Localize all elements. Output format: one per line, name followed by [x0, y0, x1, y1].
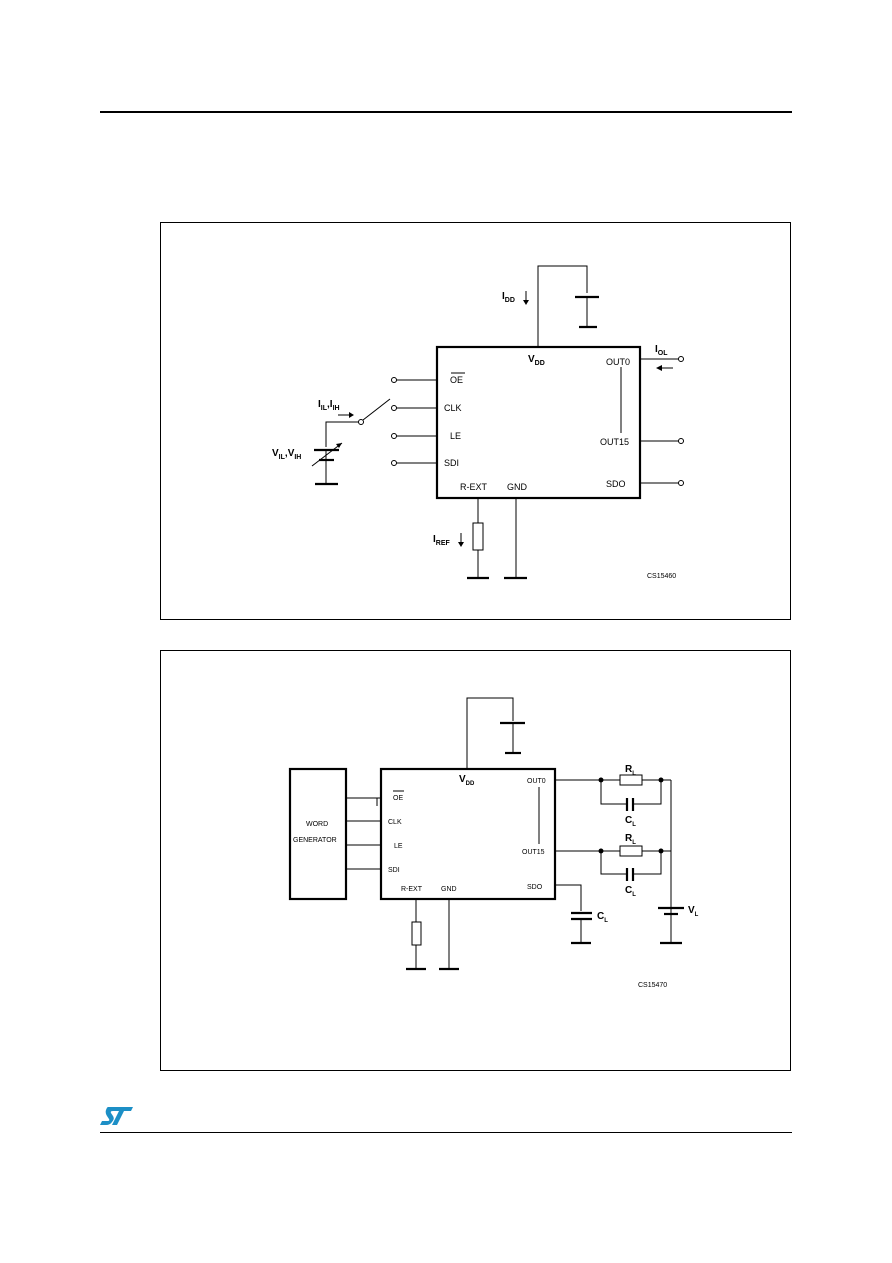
rl-resistor-1 [619, 774, 643, 786]
figure-2-panel: WORD GENERATOR VDD OE CLK LE SDI OUT0 OU… [160, 650, 791, 1071]
rext-resistor [411, 921, 422, 946]
ic-body [379, 767, 557, 901]
generator-line1: WORD [306, 821, 328, 828]
footer-rule [100, 1132, 792, 1133]
generator-line2: GENERATOR [293, 837, 337, 844]
iol-label: IOL [655, 344, 668, 357]
rl-label-2: RL [625, 833, 636, 846]
ic-body [435, 345, 642, 500]
pin-out0: OUT0 [527, 778, 546, 785]
header-rule [100, 111, 792, 113]
clk-terminal [391, 405, 397, 411]
rl-label-1: RL [625, 764, 636, 777]
pin-le: LE [450, 431, 461, 441]
pin-sdo: SDO [527, 884, 543, 891]
sdo-terminal [678, 480, 684, 486]
pin-rext: R-EXT [460, 482, 488, 492]
pin-oe: OE [450, 375, 463, 385]
idd-label: IDD [502, 291, 515, 304]
pin-sdi: SDI [444, 458, 459, 468]
out0-terminal [678, 356, 684, 362]
figure-1-circuit: IDD VDD OE CLK LE SDI IIL,IIH VIL,VIH OU… [272, 265, 684, 580]
vdd-wire [537, 265, 588, 347]
figure-2-circuit: WORD GENERATOR VDD OE CLK LE SDI OUT0 OU… [288, 697, 699, 989]
vdd-pin-label: VDD [528, 354, 545, 367]
sdi-terminal [391, 460, 397, 466]
iil-iih-label: IIL,IIH [318, 399, 340, 412]
switch-blade [362, 398, 391, 421]
figure-1-code: CS15460 [647, 573, 676, 580]
rext-resistor [472, 522, 484, 551]
vdd-pin-label: VDD [459, 774, 475, 787]
pin-gnd: GND [507, 482, 528, 492]
figure-1-panel: IDD VDD OE CLK LE SDI IIL,IIH VIL,VIH OU… [160, 222, 791, 620]
cl-label-sdo: CL [597, 911, 608, 924]
word-generator-box [288, 767, 348, 901]
figure-2-code: CS15470 [638, 982, 667, 989]
vl-label: VL [688, 905, 699, 918]
out15-terminal [678, 438, 684, 444]
rl-resistor-2 [619, 845, 643, 857]
iref-label: IREF [433, 534, 451, 547]
pin-sdo: SDO [606, 479, 626, 489]
pin-sdi: SDI [388, 867, 400, 874]
le-terminal [391, 433, 397, 439]
pin-le: LE [394, 843, 403, 850]
pin-gnd: GND [441, 886, 457, 893]
pin-oe: OE [393, 795, 403, 802]
pin-out15: OUT15 [522, 849, 545, 856]
vdd-wire [466, 697, 514, 769]
cl-label-1: CL [625, 815, 636, 828]
pin-out15: OUT15 [600, 437, 629, 447]
vil-vih-label: VIL,VIH [272, 448, 301, 461]
pin-clk: CLK [388, 819, 402, 826]
switch-pivot [358, 419, 364, 425]
variable-arrow [311, 442, 343, 467]
pin-out0: OUT0 [606, 357, 630, 367]
pin-clk: CLK [444, 403, 462, 413]
st-logo-icon [100, 1107, 133, 1125]
pin-rext: R-EXT [401, 886, 423, 893]
cl-label-2: CL [625, 885, 636, 898]
oe-terminal [391, 377, 397, 383]
